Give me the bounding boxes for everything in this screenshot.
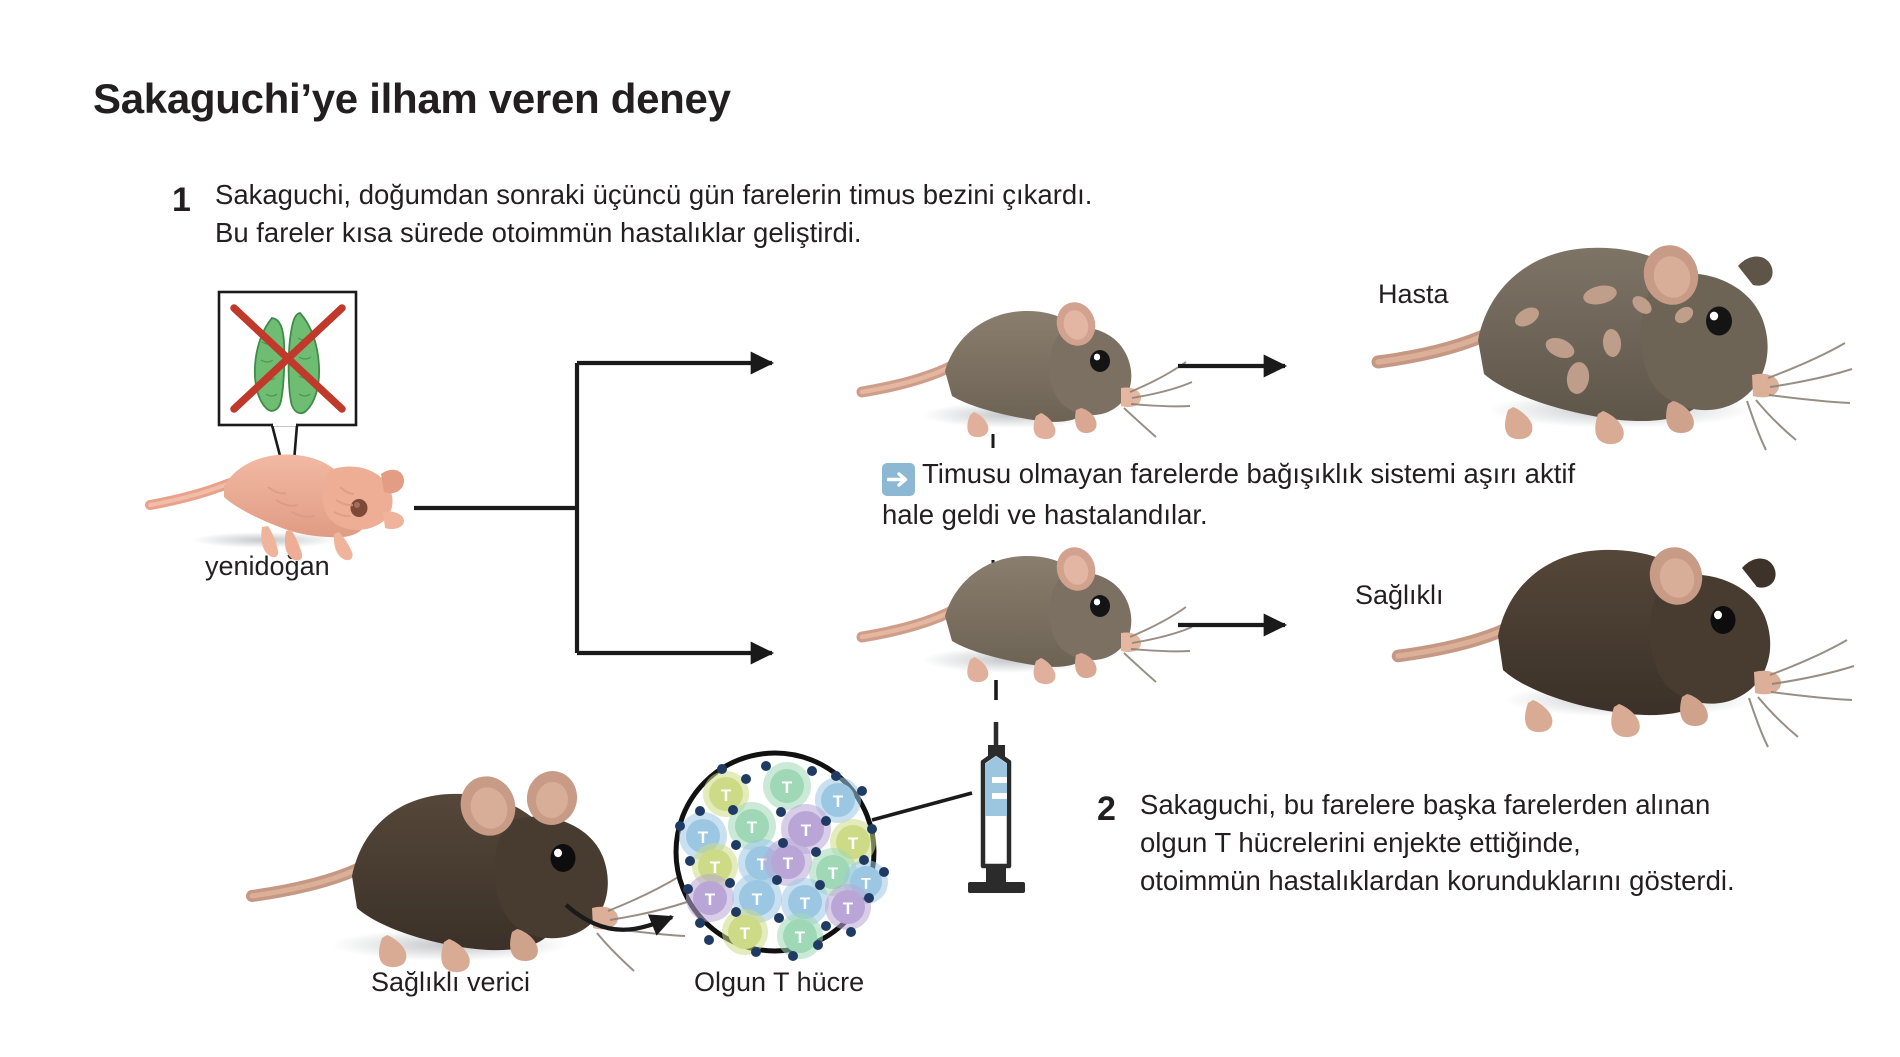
- t-cell-receptors: [675, 761, 889, 961]
- label-donor: Sağlıklı verici: [371, 967, 531, 997]
- mature-t-cell-circle: T T T T T T T T T T T T T T T T T T: [673, 750, 889, 961]
- right-arrow-icon: [882, 463, 915, 496]
- svg-text:T: T: [698, 828, 709, 847]
- sick-mouse: [1371, 245, 1853, 451]
- svg-text:T: T: [861, 876, 871, 893]
- svg-text:T: T: [752, 890, 763, 909]
- adult-mouse-thymectomized: [856, 302, 1193, 440]
- adult-mouse-treated: [856, 547, 1193, 685]
- newborn-hairless-mouse: [145, 454, 404, 561]
- donor-mouse: [246, 771, 688, 973]
- step-2-number: 2: [1097, 790, 1116, 828]
- page-title: Sakaguchi’ye ilham veren deney: [93, 75, 731, 122]
- svg-text:T: T: [783, 854, 794, 873]
- step-1-text: Sakaguchi, doğumdan sonraki üçüncü gün f…: [215, 179, 1093, 248]
- callout-note: Timusu olmayan farelerde bağışıklık sist…: [882, 455, 1582, 534]
- syringe-icon: [968, 722, 1025, 893]
- svg-text:T: T: [782, 778, 793, 797]
- healthy-mouse: [1391, 547, 1855, 748]
- svg-text:T: T: [843, 899, 854, 918]
- svg-text:T: T: [757, 855, 768, 874]
- svg-text:T: T: [801, 821, 812, 840]
- svg-text:T: T: [705, 890, 716, 909]
- label-sick: Hasta: [1378, 279, 1449, 309]
- svg-text:T: T: [747, 818, 758, 837]
- thymus-removed-box: [217, 290, 358, 500]
- svg-text:T: T: [828, 864, 839, 883]
- label-tcell: Olgun T hücre: [694, 967, 865, 997]
- svg-text:T: T: [800, 894, 811, 913]
- t-cells: T T T T T T T T T T T T T T T T T T: [679, 762, 888, 959]
- label-newborn: yenidoğan: [205, 551, 330, 581]
- svg-text:T: T: [833, 792, 844, 811]
- label-healthy: Sağlıklı: [1355, 580, 1444, 610]
- fur-loss-patches: [1515, 285, 1694, 394]
- cross-out-icon: [230, 304, 346, 413]
- svg-text:T: T: [721, 786, 732, 805]
- svg-text:T: T: [740, 924, 751, 943]
- step-1-number: 1: [172, 181, 191, 219]
- svg-text:T: T: [848, 834, 859, 853]
- leader-tcells-to-syringe: [871, 791, 973, 822]
- svg-text:T: T: [795, 928, 806, 947]
- step-2-text: Sakaguchi, bu farelere başka farelerden …: [1140, 789, 1735, 896]
- svg-text:T: T: [710, 858, 721, 877]
- callout-text: Timusu olmayan farelerde bağışıklık sist…: [882, 458, 1576, 530]
- curved-arrow-donor-to-tcells: [564, 903, 674, 936]
- branch-arrows: [414, 351, 775, 665]
